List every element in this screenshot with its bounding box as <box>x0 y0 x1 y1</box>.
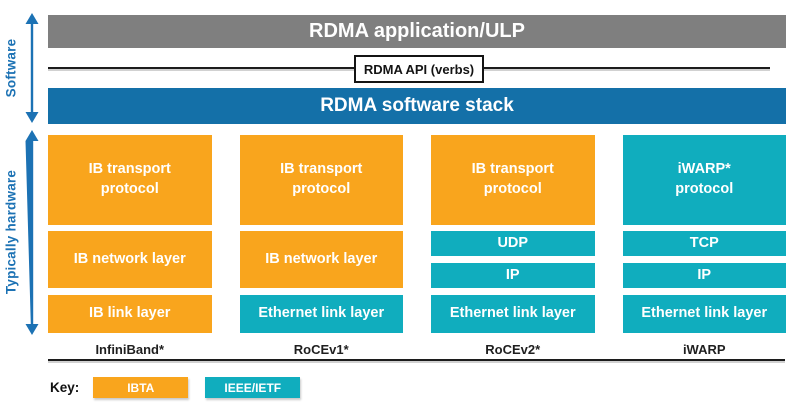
software-range-arrow-icon <box>25 13 39 123</box>
column-label-infiniband: InfiniBand* <box>95 342 165 357</box>
block-ethernet-link-layer: Ethernet link layer <box>431 295 595 333</box>
block-ib-network-layer: IB network layer <box>48 231 212 288</box>
software-stack-bar-label: RDMA software stack <box>320 95 514 116</box>
api-verbs-box: RDMA API (verbs) <box>354 55 484 83</box>
block-ib-transport-protocol: IB transport protocol <box>48 135 212 225</box>
column-label-rocev1: RoCEv1* <box>293 342 349 357</box>
baseline-rule <box>48 359 785 361</box>
column-label-rocev2: RoCEv2* <box>485 342 541 357</box>
block-udp: UDP <box>431 231 595 256</box>
hardware-label: Typically hardware <box>3 169 19 295</box>
block-ib-link-layer: IB link layer <box>48 295 212 333</box>
legend-item-ibta: IBTA <box>93 377 189 398</box>
block-ib-network-layer: IB network layer <box>239 231 403 288</box>
application-bar: RDMA application/ULP <box>48 15 786 48</box>
block-ib-transport-protocol: IB transport protocol <box>431 135 595 225</box>
hardware-range-arrow-icon <box>25 130 39 335</box>
software-label: Software <box>3 38 19 98</box>
block-ethernet-link-layer: Ethernet link layer <box>622 295 786 333</box>
software-stack-bar: RDMA software stack <box>48 88 786 124</box>
block-ip: IP <box>622 263 786 288</box>
block-iwarp-protocol: iWARP* protocol <box>622 135 786 225</box>
block-ip: IP <box>431 263 595 288</box>
application-bar-label: RDMA application/ULP <box>309 20 525 42</box>
column-label-iwarp: iWARP <box>682 342 726 357</box>
block-tcp: TCP <box>622 231 786 256</box>
block-ethernet-link-layer: Ethernet link layer <box>239 295 403 333</box>
legend-item-ieee-ietf: IEEE/IETF <box>205 377 301 398</box>
stack-column-infiniband: IB transport protocol IB network layer IB … <box>48 135 212 357</box>
legend: Key: IBTA IEEE/IETF <box>50 377 301 398</box>
block-ib-transport-protocol: IB transport protocol <box>239 135 403 225</box>
legend-title: Key: <box>50 380 80 395</box>
